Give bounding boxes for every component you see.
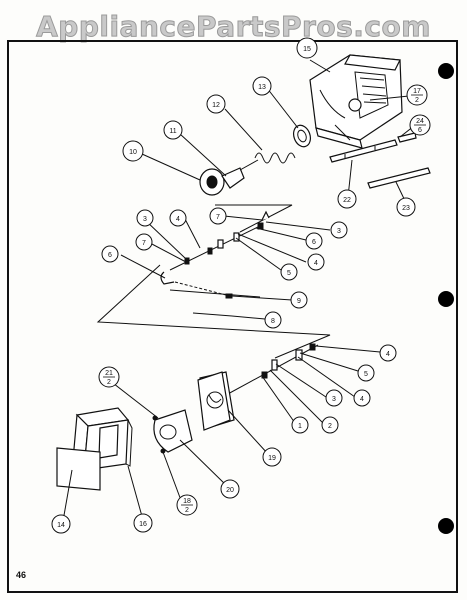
binder-hole [438,518,454,534]
svg-text:18: 18 [183,498,191,505]
callout-17-2: 17 2 [406,84,428,106]
svg-text:6: 6 [418,127,422,134]
svg-text:3: 3 [337,228,341,235]
callout-11: 11 [163,120,183,140]
callout-7-left: 7 [135,233,153,251]
svg-text:6: 6 [312,239,316,246]
svg-text:6: 6 [108,252,112,259]
svg-text:9: 9 [297,298,301,305]
callout-5-lower: 5 [357,364,375,382]
svg-text:3: 3 [332,396,336,403]
svg-text:4: 4 [360,396,364,403]
upper-shaft-parts [160,204,293,285]
svg-text:10: 10 [129,149,137,156]
callout-20: 20 [220,479,240,499]
binder-hole [438,291,454,307]
page-number: 46 [16,570,27,580]
callout-leaders [62,59,415,522]
svg-text:2: 2 [328,423,332,430]
lower-shaft-parts [225,343,319,396]
callout-4-lower: 4 [379,344,397,362]
callout-1: 1 [291,416,309,434]
callout-16: 16 [133,513,153,533]
chute-door-part [152,409,193,454]
drive-motor-part [199,159,259,196]
callout-21-2: 21 2 [98,366,120,388]
svg-text:17: 17 [413,88,421,95]
svg-text:5: 5 [287,270,291,277]
svg-text:4: 4 [386,351,390,358]
callout-6-upper: 6 [305,232,323,250]
callout-4-right: 4 [307,253,325,271]
svg-text:7: 7 [142,240,146,247]
callout-3-lower: 3 [325,389,343,407]
svg-text:4: 4 [314,260,318,267]
svg-text:2: 2 [415,97,419,104]
callout-24-6: 24 6 [409,114,431,136]
auger-spring-part [254,152,296,164]
callout-23: 23 [396,197,416,217]
callout-13: 13 [252,76,272,96]
callout-4-upper: 4 [169,209,187,227]
svg-text:12: 12 [212,102,220,109]
callout-2: 2 [321,416,339,434]
ice-bucket-part [309,54,403,149]
svg-text:21: 21 [105,370,113,377]
callout-18-2: 18 2 [176,494,198,516]
callout-7-upper: 7 [209,207,227,225]
svg-text:2: 2 [185,507,189,514]
callout-19: 19 [262,447,282,467]
svg-text:22: 22 [343,197,351,204]
callout-8: 8 [264,311,282,329]
svg-text:13: 13 [258,84,266,91]
callout-22: 22 [337,189,357,209]
callout-3-upper: 3 [330,221,348,239]
svg-text:24: 24 [416,118,424,125]
svg-text:5: 5 [364,371,368,378]
svg-text:7: 7 [216,214,220,221]
svg-text:23: 23 [402,205,410,212]
binder-hole [438,63,454,79]
dispenser-pad-part [56,447,101,491]
housing-plate-part [197,371,235,431]
svg-text:15: 15 [303,46,311,53]
auger-ring-part [292,124,312,148]
svg-text:1: 1 [298,423,302,430]
callout-6-left: 6 [101,245,119,263]
rail-parts [329,132,431,189]
svg-text:11: 11 [169,128,176,135]
svg-text:16: 16 [139,521,147,528]
callout-10: 10 [122,140,144,162]
diagram-frame [7,40,458,593]
watermark: AppliancePartsPros.com [36,10,431,44]
svg-text:20: 20 [226,487,234,494]
svg-text:19: 19 [268,455,276,462]
assembly-leaders [96,264,331,359]
callout-15: 15 [296,37,318,59]
svg-text:8: 8 [271,318,275,325]
callout-3-left: 3 [136,209,154,227]
svg-text:14: 14 [57,522,65,529]
svg-text:4: 4 [176,216,180,223]
callout-9: 9 [290,291,308,309]
callout-14: 14 [51,514,71,534]
callout-5-upper: 5 [280,263,298,281]
callout-4-lower-right: 4 [353,389,371,407]
svg-text:2: 2 [107,379,111,386]
callout-12: 12 [206,94,226,114]
svg-text:3: 3 [143,216,147,223]
